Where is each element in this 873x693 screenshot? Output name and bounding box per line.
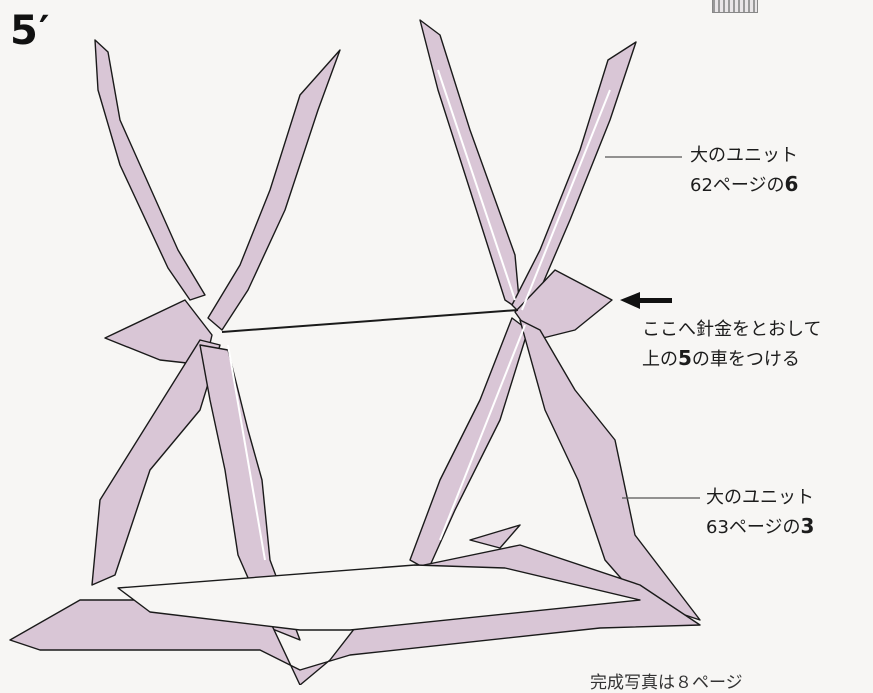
left-rear-leg [92,340,220,585]
corner-photo-fragment [712,0,758,13]
callout-large-unit-top: 大のユニット 62ページの6 [690,142,798,200]
callout-large-unit-bottom: 大のユニット 63ページの3 [706,484,814,542]
footer-note: 完成写真は８ページ [590,668,743,693]
support-wire [222,310,518,332]
step-number: 5′ [10,8,50,54]
left-front-spike [208,50,340,330]
callout-wire-instruction: ここへ針金をとおして 上の5の車をつける [642,316,821,374]
arrow-icon [620,292,672,309]
fold-line [440,325,525,540]
right-side-flap [470,525,520,548]
fold-line [438,70,515,300]
left-back-spike [95,40,205,300]
